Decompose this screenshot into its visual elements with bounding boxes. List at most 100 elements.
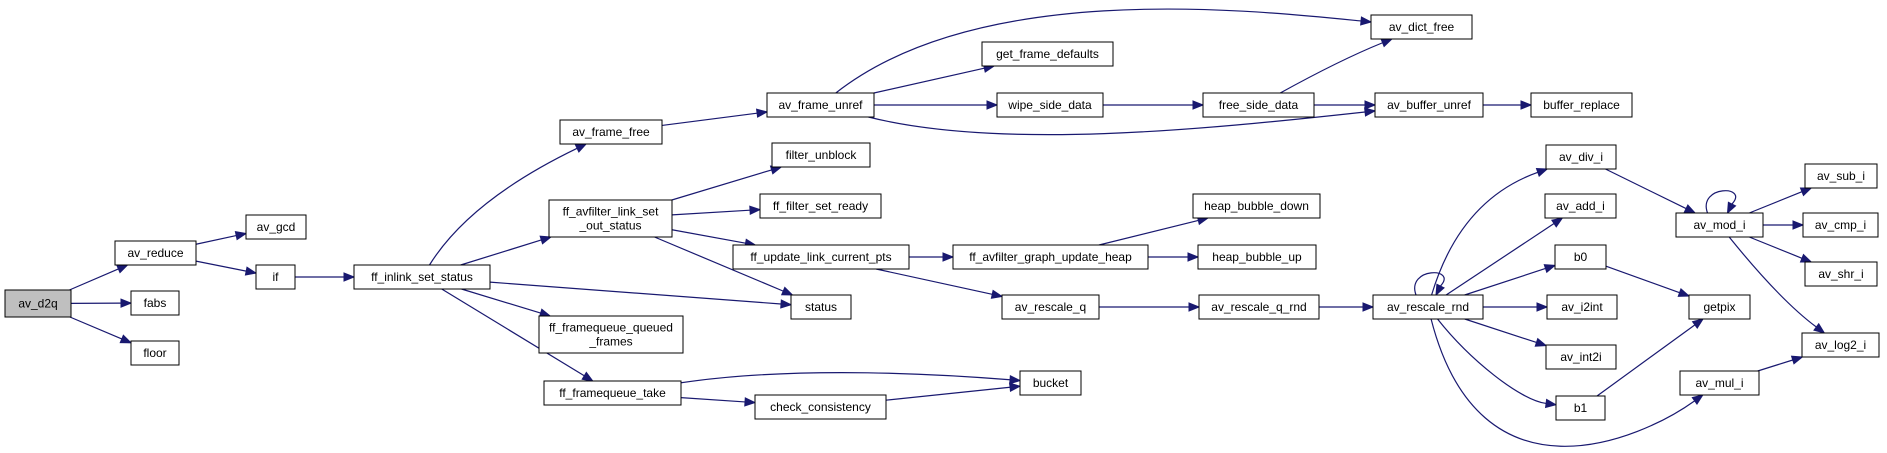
edge-b0-to-getpix — [1605, 265, 1691, 297]
node-av-cmp-i[interactable]: av_cmp_i — [1802, 212, 1879, 238]
edge-wipe-side-data-to-free-side-data — [1103, 100, 1205, 110]
node-av-sub-i[interactable]: av_sub_i — [1804, 163, 1878, 189]
edge-av-rescale-rnd-to-av-rescale-rnd — [1414, 272, 1445, 297]
node-box — [1802, 212, 1879, 238]
edge-av-mod-i-to-av-sub-i — [1749, 187, 1813, 214]
node-box — [732, 244, 910, 270]
node-free-side-data[interactable]: free_side_data — [1202, 92, 1315, 118]
node-ff-avfilter-link-set-out-status[interactable]: ff_avfilter_link_set_out_status — [548, 199, 673, 238]
node-floor[interactable]: floor — [130, 340, 180, 366]
node-label: av_mod_i — [1693, 218, 1745, 232]
node-av-buffer-unref[interactable]: av_buffer_unref — [1374, 92, 1484, 118]
node-get-frame-defaults[interactable]: get_frame_defaults — [981, 41, 1114, 67]
edge-free-side-data-to-av-buffer-unref — [1314, 100, 1377, 110]
node-check-consistency[interactable]: check_consistency — [754, 394, 887, 420]
node-b1[interactable]: b1 — [1555, 395, 1606, 421]
node-box — [952, 244, 1149, 270]
edge-av-d2q-to-fabs — [70, 298, 133, 308]
edge-av-reduce-to-av-gcd — [195, 231, 248, 245]
node-if[interactable]: if — [255, 264, 296, 290]
node-av-frame-unref[interactable]: av_frame_unref — [766, 92, 875, 118]
node-av-dict-free[interactable]: av_dict_free — [1370, 14, 1473, 40]
node-heap-bubble-down[interactable]: heap_bubble_down — [1192, 193, 1321, 219]
node-ff-framequeue-take[interactable]: ff_framequeue_take — [543, 380, 682, 406]
edge-av-rescale-rnd-to-av-add-i — [1445, 217, 1564, 296]
node-box — [538, 315, 684, 354]
node-av-rescale-q-rnd[interactable]: av_rescale_q_rnd — [1198, 294, 1320, 320]
node-ff-filter-set-ready[interactable]: ff_filter_set_ready — [759, 193, 882, 219]
node-box — [114, 240, 197, 266]
node-av-rescale-rnd[interactable]: av_rescale_rnd — [1372, 294, 1484, 320]
edge-av-mod-i-to-av-cmp-i — [1763, 220, 1805, 230]
node-box — [1801, 332, 1880, 358]
node-box — [1198, 294, 1320, 320]
node-box — [1370, 14, 1473, 40]
node-buffer-replace[interactable]: buffer_replace — [1530, 92, 1633, 118]
node-box — [130, 340, 180, 366]
node-status[interactable]: status — [790, 294, 852, 320]
node-label: floor — [143, 346, 166, 360]
node-label: av_gcd — [257, 220, 296, 234]
node-box — [981, 41, 1114, 67]
node-av-d2q[interactable]: av_d2q — [4, 289, 72, 318]
node-label: _frames — [588, 335, 632, 349]
node-label: av_div_i — [1559, 150, 1603, 164]
node-box — [1555, 395, 1606, 421]
node-av-frame-free[interactable]: av_frame_free — [559, 119, 663, 145]
node-av-int2i[interactable]: av_int2i — [1545, 344, 1617, 370]
edge-av-frame-unref-to-av-dict-free — [835, 8, 1373, 94]
node-label: wipe_side_data — [1007, 98, 1092, 112]
node-av-reduce[interactable]: av_reduce — [114, 240, 197, 266]
node-label: buffer_replace — [1543, 98, 1620, 112]
node-av-i2int[interactable]: av_i2int — [1546, 294, 1618, 320]
node-label: if — [273, 270, 280, 284]
edge-av-div-i-to-av-mod-i — [1605, 168, 1697, 214]
node-box — [771, 142, 871, 168]
node-ff-framequeue-queued-frames[interactable]: ff_framequeue_queued_frames — [538, 315, 684, 354]
node-label: get_frame_defaults — [996, 47, 1099, 61]
edge-av-mod-i-to-av-mod-i — [1705, 190, 1737, 215]
node-label: av_i2int — [1561, 300, 1603, 314]
edge-av-rescale-rnd-to-av-div-i — [1431, 168, 1549, 296]
node-box — [1001, 294, 1100, 320]
node-label: av_sub_i — [1817, 169, 1865, 183]
node-av-mod-i[interactable]: av_mod_i — [1675, 212, 1764, 238]
node-ff-update-link-current-pts[interactable]: ff_update_link_current_pts — [732, 244, 910, 270]
node-fabs[interactable]: fabs — [130, 290, 180, 316]
edge-free-side-data-to-av-dict-free — [1279, 38, 1394, 94]
node-box — [996, 92, 1104, 118]
node-av-gcd[interactable]: av_gcd — [245, 214, 307, 240]
node-box — [1197, 244, 1317, 270]
node-wipe-side-data[interactable]: wipe_side_data — [996, 92, 1104, 118]
node-av-div-i[interactable]: av_div_i — [1545, 144, 1617, 170]
node-box — [130, 290, 180, 316]
node-label: av_cmp_i — [1815, 218, 1866, 232]
node-av-log2-i[interactable]: av_log2_i — [1801, 332, 1880, 358]
node-label: ff_avfilter_link_set — [563, 205, 659, 219]
node-av-rescale-q[interactable]: av_rescale_q — [1001, 294, 1100, 320]
node-av-mul-i[interactable]: av_mul_i — [1679, 370, 1760, 396]
edge-av-rescale-rnd-to-b1 — [1437, 318, 1558, 409]
node-heap-bubble-up[interactable]: heap_bubble_up — [1197, 244, 1317, 270]
node-label: _out_status — [578, 219, 641, 233]
node-label: status — [805, 300, 837, 314]
edge-ff-avfilter-link-set-out-status-to-ff-filter-set-ready — [671, 205, 762, 216]
node-av-add-i[interactable]: av_add_i — [1544, 193, 1617, 219]
node-av-shr-i[interactable]: av_shr_i — [1804, 261, 1878, 287]
edge-av-mul-i-to-av-log2-i — [1757, 355, 1804, 372]
node-ff-avfilter-graph-update-heap[interactable]: ff_avfilter_graph_update_heap — [952, 244, 1149, 270]
node-getpix[interactable]: getpix — [1688, 294, 1751, 320]
node-box — [1675, 212, 1764, 238]
node-label: fabs — [144, 296, 167, 310]
edge-ff-update-link-current-pts-to-av-rescale-q — [875, 268, 1004, 299]
node-b0[interactable]: b0 — [1554, 244, 1607, 270]
node-ff-inlink-set-status[interactable]: ff_inlink_set_status — [353, 264, 491, 290]
edge-av-frame-unref-to-get-frame-defaults — [873, 63, 996, 94]
node-box — [1544, 193, 1617, 219]
node-bucket[interactable]: bucket — [1019, 370, 1082, 396]
edge-av-reduce-to-if — [195, 260, 258, 276]
node-filter-unblock[interactable]: filter_unblock — [771, 142, 871, 168]
edge-av-rescale-rnd-to-av-mul-i — [1430, 318, 1704, 447]
node-box — [353, 264, 491, 290]
